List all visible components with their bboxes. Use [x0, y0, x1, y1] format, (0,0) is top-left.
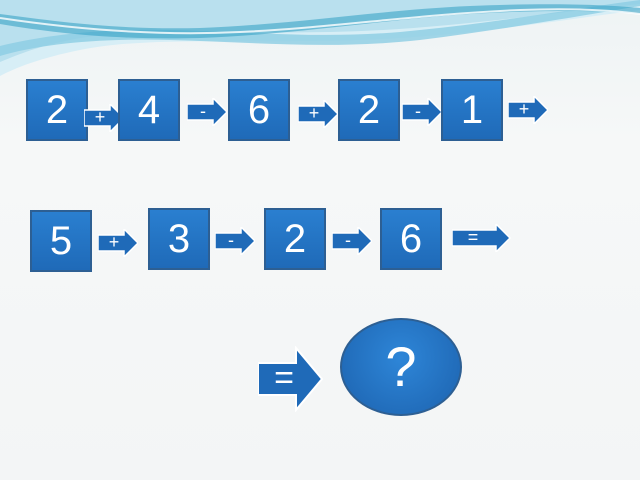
operator-arrow: + — [84, 104, 124, 132]
operator-arrow: - — [332, 227, 372, 255]
answer-circle: ? — [340, 318, 462, 416]
operator-symbol: - — [345, 230, 351, 250]
equals-symbol: = — [274, 359, 294, 397]
operator-symbol: - — [228, 230, 234, 250]
decorative-wave-header — [0, 0, 640, 76]
operator-arrow: - — [402, 98, 442, 126]
operator-arrow: = — [452, 224, 512, 252]
number-box: 5 — [30, 210, 92, 272]
operator-symbol: = — [467, 227, 479, 247]
operator-arrow: + — [98, 229, 138, 257]
operator-symbol: + — [108, 232, 120, 252]
operator-arrow: - — [187, 98, 227, 126]
number-box: 6 — [380, 208, 442, 270]
operator-symbol: + — [308, 103, 320, 123]
number-box: 6 — [228, 79, 290, 141]
number-box: 4 — [118, 79, 180, 141]
operator-symbol: - — [200, 101, 206, 121]
number-box: 3 — [148, 208, 210, 270]
operator-arrow: - — [215, 227, 255, 255]
operator-arrow: + — [298, 100, 338, 128]
number-box: 2 — [264, 208, 326, 270]
operator-symbol: + — [518, 99, 530, 119]
operator-symbol: - — [415, 101, 421, 121]
number-box: 1 — [441, 79, 503, 141]
number-box: 2 — [26, 79, 88, 141]
operator-symbol: + — [94, 107, 106, 127]
number-box: 2 — [338, 79, 400, 141]
equals-arrow: = — [258, 346, 324, 412]
operator-arrow: + — [508, 96, 548, 124]
